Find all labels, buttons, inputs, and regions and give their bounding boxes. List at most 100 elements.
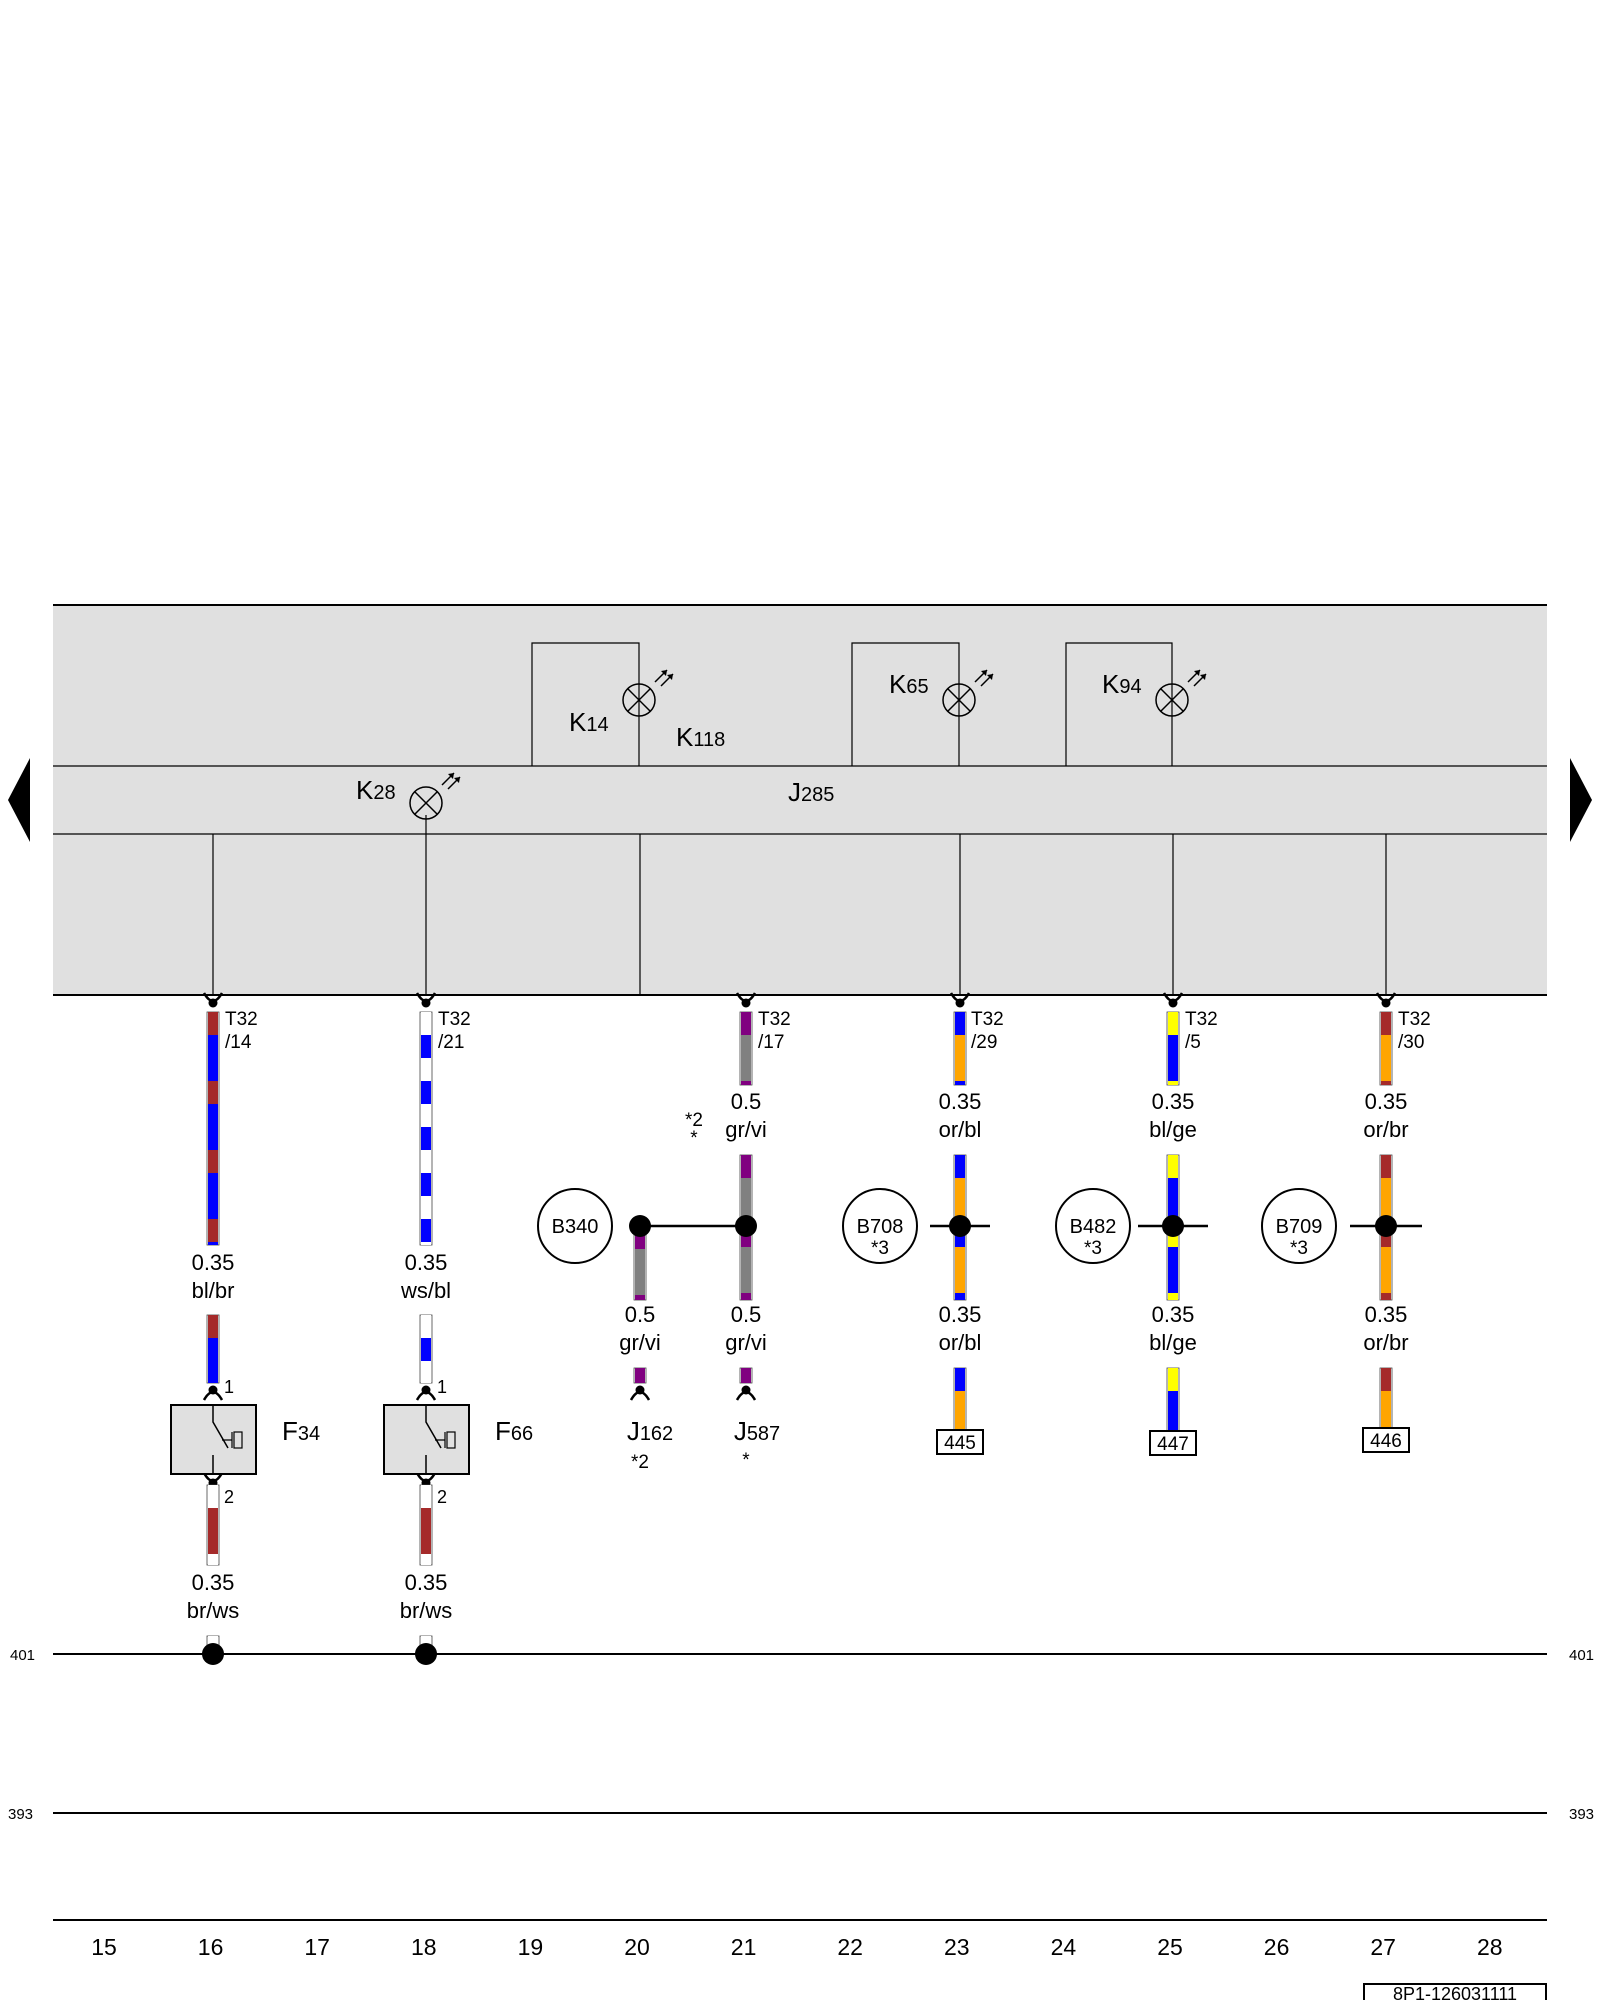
wire-color-label: or/bl	[939, 1117, 982, 1142]
grid-column-number: 28	[1477, 1934, 1503, 1960]
wire-size-label: 0.5	[731, 1302, 762, 1327]
pin-number: 1	[437, 1377, 447, 1397]
component-label-f34: F34	[282, 1416, 320, 1446]
svg-text:*3: *3	[871, 1238, 889, 1259]
switch-f66	[383, 1404, 470, 1475]
svg-text:*3: *3	[1290, 1238, 1308, 1259]
svg-text:/21: /21	[438, 1032, 464, 1053]
wire-color-label: ws/bl	[400, 1278, 451, 1303]
warning-lamp-icon	[1155, 669, 1207, 717]
svg-text:/30: /30	[1398, 1032, 1424, 1053]
svg-text:T32: T32	[1185, 1009, 1218, 1030]
connector-label-t32-30: T32 /30	[1398, 1009, 1431, 1053]
grid-column-number: 21	[731, 1934, 757, 1960]
continuation-box-446[interactable]: 446	[1362, 1427, 1410, 1453]
wire-segment	[1379, 1011, 1393, 1086]
svg-text:T32: T32	[1398, 1009, 1431, 1030]
component-label-k28: K28	[356, 775, 396, 805]
switch-f34	[170, 1404, 257, 1475]
wire-size-label: 0.35	[1152, 1302, 1195, 1327]
connector-pin-icon	[202, 1385, 224, 1401]
wire-size-label: 0.5	[625, 1302, 656, 1327]
wire-segment	[739, 1367, 753, 1384]
grid-column-number: 16	[198, 1934, 224, 1960]
previous-page-arrow[interactable]	[8, 758, 30, 842]
wire-color-label: bl/br	[192, 1278, 235, 1303]
wire-size-label: 0.35	[1152, 1089, 1195, 1114]
grid-column-number: 19	[518, 1934, 544, 1960]
svg-text:445: 445	[944, 1433, 976, 1454]
warning-lamp-icon	[409, 772, 461, 820]
wire-color-label: bl/ge	[1149, 1117, 1197, 1142]
wire-color-label: bl/ge	[1149, 1330, 1197, 1355]
bus-label: 393	[8, 1806, 33, 1823]
component-label-k14: K14	[569, 707, 609, 737]
wire-segment	[206, 1314, 220, 1384]
component-label-k118: K118	[676, 722, 725, 752]
wires	[202, 1011, 1397, 1665]
bus-label: 401	[1569, 1647, 1594, 1664]
wire-size-label: 0.35	[939, 1302, 982, 1327]
bus-label: 401	[10, 1647, 35, 1664]
wire-size-label: 0.35	[939, 1089, 982, 1114]
wire-size-label: 0.35	[1365, 1089, 1408, 1114]
svg-text:8P1-126031111: 8P1-126031111	[1393, 1984, 1517, 2000]
wire-size-label: 0.35	[192, 1570, 235, 1595]
connector-pin-icon	[1375, 992, 1397, 1008]
wire-size-label: 0.35	[1365, 1302, 1408, 1327]
connector-pin-icon	[415, 1385, 437, 1401]
instrument-cluster-panel	[53, 604, 1547, 996]
wire-color-label: gr/vi	[725, 1117, 767, 1142]
wire-color-label: or/br	[1363, 1330, 1408, 1355]
wire-color-label: br/ws	[400, 1598, 453, 1623]
svg-text:T32: T32	[971, 1009, 1004, 1030]
footnote-mark: *	[742, 1450, 750, 1471]
connector-pin-icon	[629, 1385, 651, 1401]
grid-column-number: 27	[1370, 1934, 1396, 1960]
wire-color-label: gr/vi	[725, 1330, 767, 1355]
svg-text:/5: /5	[1185, 1032, 1201, 1053]
splice-label-b340: B340	[537, 1188, 613, 1264]
splice-label-b708: B708 *3	[842, 1188, 918, 1264]
connector-pin-icon	[735, 1385, 757, 1401]
svg-text:B709: B709	[1276, 1216, 1323, 1238]
wire-segment	[953, 1011, 967, 1086]
connector-label-t32-5: T32 /5	[1185, 1009, 1218, 1053]
wire-segment	[1379, 1367, 1393, 1429]
connector-pin-icon	[949, 992, 971, 1008]
footnote-mark: *	[690, 1128, 698, 1149]
component-label-j285: J285	[788, 777, 834, 807]
svg-text:/14: /14	[225, 1032, 252, 1053]
grid-column-number: 15	[91, 1934, 117, 1960]
connector-label-t32-17: T32 /17	[758, 1009, 791, 1053]
component-label-j162: J162	[627, 1416, 673, 1446]
connector-label-t32-14: T32 /14	[225, 1009, 258, 1053]
wire-segment	[953, 1367, 967, 1431]
wire-segment	[419, 1314, 433, 1384]
svg-text:446: 446	[1370, 1431, 1402, 1452]
grid-column-number: 18	[411, 1934, 437, 1960]
svg-text:T32: T32	[438, 1009, 471, 1030]
continuation-box-447[interactable]: 447	[1149, 1430, 1197, 1456]
grid-column-number: 22	[837, 1934, 863, 1960]
wire-color-label: or/br	[1363, 1117, 1408, 1142]
wire-segment	[1166, 1011, 1180, 1086]
wire-size-label: 0.5	[731, 1089, 762, 1114]
wire-color-label: or/bl	[939, 1330, 982, 1355]
wire-segment	[1166, 1367, 1180, 1432]
connector-pin-icon	[1162, 992, 1184, 1008]
svg-text:T32: T32	[225, 1009, 258, 1030]
wire-segment	[419, 1484, 433, 1566]
component-label-k65: K65	[889, 669, 929, 699]
wire-segment	[206, 1011, 220, 1246]
pin-number: 1	[224, 1377, 234, 1397]
component-label-j587: J587	[734, 1416, 780, 1446]
wire-segment	[206, 1484, 220, 1566]
connector-pin-icon	[415, 992, 437, 1008]
next-page-arrow[interactable]	[1570, 758, 1592, 842]
svg-text:B708: B708	[857, 1216, 904, 1238]
continuation-box-445[interactable]: 445	[936, 1429, 984, 1455]
warning-lamp-icon	[622, 669, 674, 717]
wire-color-label: br/ws	[187, 1598, 240, 1623]
